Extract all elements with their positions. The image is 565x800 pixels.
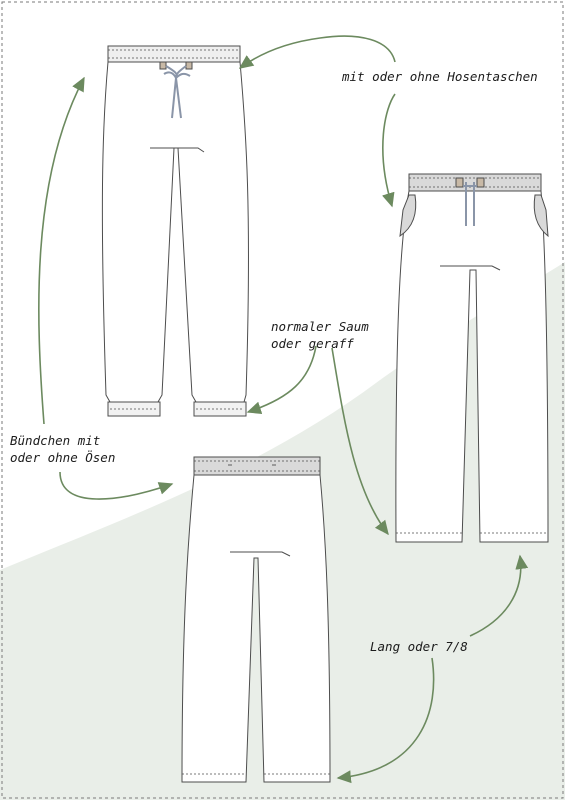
label-pockets: mit oder ohne Hosentaschen <box>342 68 538 85</box>
pants-cuffed-outline <box>101 45 249 403</box>
label-cuffs: Bündchen mit oder ohne Ösen <box>10 432 115 466</box>
pants-plain <box>181 456 331 783</box>
pants-cuffed-eyelets <box>159 61 193 70</box>
arrow-cuffs-to-plain <box>59 471 174 500</box>
pants-pockets-drawstring <box>463 182 477 226</box>
arrow-length-to-pocketpants <box>469 554 529 637</box>
label-pockets-text: mit oder ohne Hosentaschen <box>342 69 538 84</box>
arrow-length-to-plain <box>336 657 435 784</box>
arrow-hem-to-cuffed <box>246 345 317 415</box>
label-hem-line1: normaler Saum <box>271 319 369 334</box>
pants-cuffed-drawstring <box>163 65 191 119</box>
pants-cuffed-pocket-mark <box>150 147 205 153</box>
pants-pockets <box>395 173 549 543</box>
arrow-pockets-to-pocketpants <box>382 93 396 208</box>
label-hem-line2: oder geraff <box>271 336 354 351</box>
pants-plain-outline <box>181 456 331 783</box>
pants-plain-waistband <box>193 456 321 476</box>
arrow-cuffs-to-cuffed <box>38 76 85 425</box>
pants-plain-pocket-mark <box>230 551 291 557</box>
pants-pockets-pocket-left <box>399 194 417 238</box>
arrow-pockets-to-cuffed <box>238 35 396 69</box>
arrow-hem-to-pocketpants <box>331 347 389 536</box>
pants-pockets-outline <box>395 173 549 543</box>
label-length-text: Lang oder 7/8 <box>370 639 468 654</box>
pants-pockets-pocket-right <box>533 194 549 238</box>
label-cuffs-line1: Bündchen mit <box>10 433 101 448</box>
pants-pockets-pocket-mark <box>440 265 501 271</box>
pants-pockets-eyelets <box>455 177 485 188</box>
label-length: Lang oder 7/8 <box>370 638 468 655</box>
pants-cuffed-waistband <box>107 45 241 63</box>
pants-cuffed <box>101 45 249 417</box>
label-cuffs-line2: oder ohne Ösen <box>10 450 116 465</box>
label-hem: normaler Saum oder geraff <box>271 318 369 352</box>
